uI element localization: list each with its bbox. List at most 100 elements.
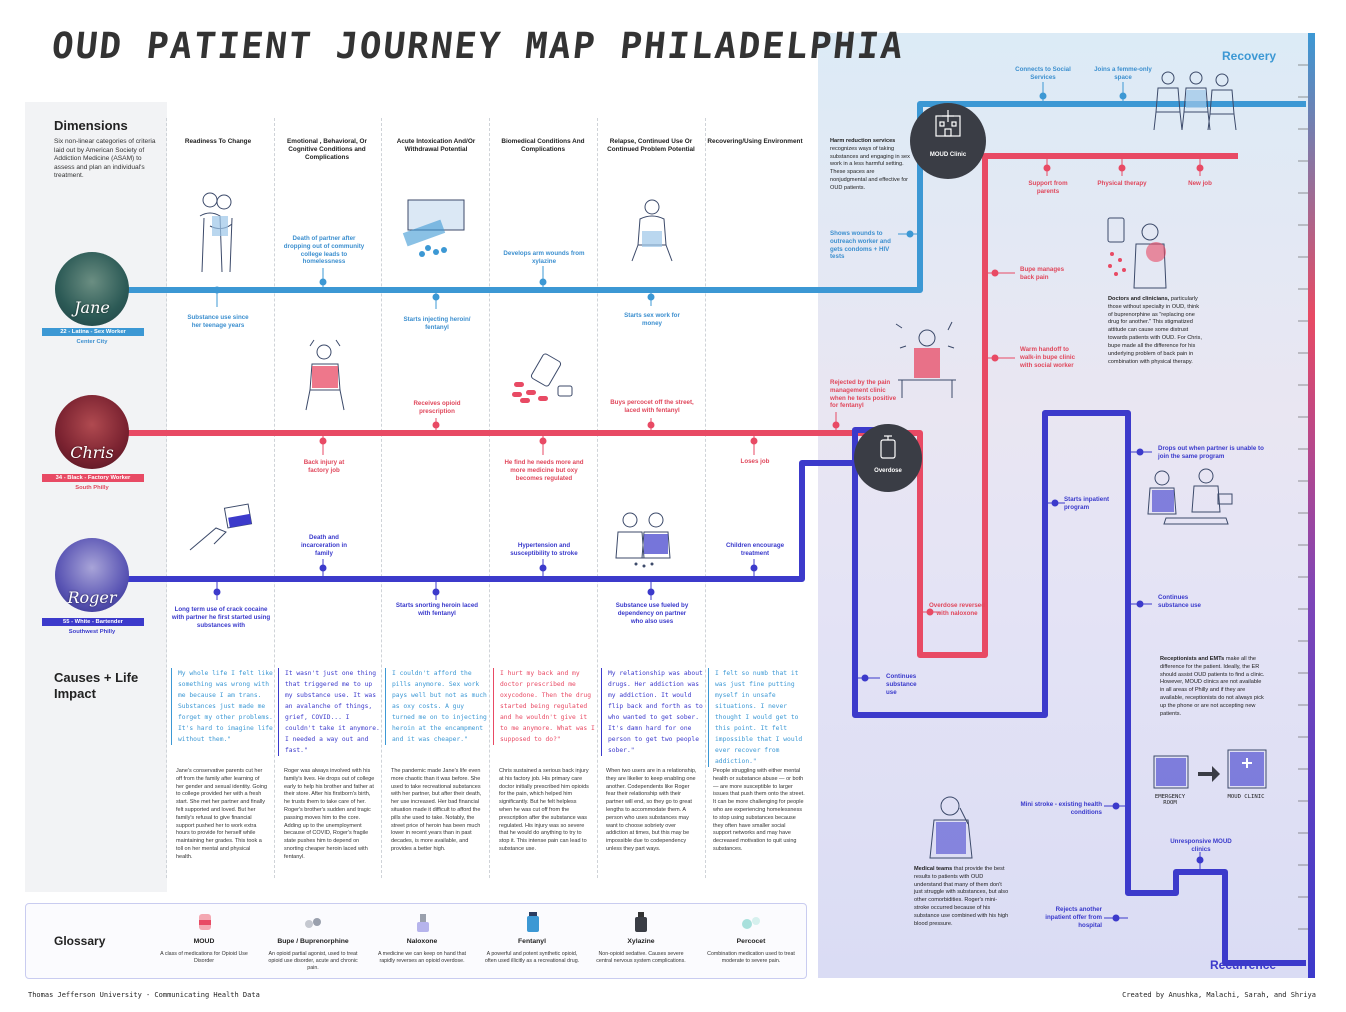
clinic-label: MOUD CLINIC xyxy=(1227,794,1265,800)
column-header-readiness: Readiness To Change xyxy=(184,138,252,145)
outcome-panel xyxy=(818,33,1314,978)
jane-name: Jane xyxy=(74,298,110,317)
glossary-xylazine-desc: Non-opioid sedative. Causes severe centr… xyxy=(596,951,686,964)
chris-event-1: Back injury at factory job xyxy=(303,459,345,474)
harm-reduction-note: Harm reduction services recognizes ways … xyxy=(830,138,910,193)
vial-icon xyxy=(880,435,896,459)
roger-event-dot xyxy=(432,588,440,596)
percocet-icon xyxy=(742,917,760,929)
roger-location: Southwest Philly xyxy=(68,629,116,635)
column-header-environment: Recovering/Using Environment xyxy=(707,138,803,145)
roger-event-dot xyxy=(750,564,758,572)
scale-ticks xyxy=(1298,64,1308,930)
chris-location: South Philly xyxy=(75,485,109,491)
roger-event-dot xyxy=(1196,856,1204,864)
roger-event-4: Hypertension and susceptibility to strok… xyxy=(510,542,578,557)
xylazine-icon xyxy=(635,912,647,932)
chris-name: Chris xyxy=(70,443,114,462)
chris-event-dot xyxy=(991,269,999,277)
quote-roger-1: It wasn't just one thing that triggered … xyxy=(278,668,381,757)
chris-event-3: He find he needs more and more medicine … xyxy=(504,459,584,482)
stroke-patient-illustration xyxy=(929,796,973,859)
dimensions-heading: Dimensions xyxy=(54,118,128,133)
roger-outcome-continues-2: Continues substance use xyxy=(886,673,917,696)
quote-jane-1: My whole life I felt like something was … xyxy=(171,668,274,746)
recovery-label: Recovery xyxy=(1222,49,1277,63)
column-header-acute: Acute Intoxication And/Or Withdrawal Pot… xyxy=(396,138,476,153)
jane-event-dot xyxy=(213,286,221,294)
fentanyl-icon xyxy=(527,912,539,932)
roger-event-dot xyxy=(1112,914,1120,922)
jane-location: Center City xyxy=(76,339,108,345)
jane-event-3: Starts injecting heroin/ fentanyl xyxy=(403,316,471,331)
hugging-couple-illustration xyxy=(199,192,233,273)
couple-using-illustration xyxy=(615,512,671,568)
clinic-icon xyxy=(935,110,961,137)
glossary-moud-desc: A class of medications for Opioid Use Di… xyxy=(160,951,248,964)
sitting-person-illustration xyxy=(631,199,673,262)
roger-event-3: Starts snorting heroin laced with fentan… xyxy=(395,602,479,617)
bupe-icon xyxy=(305,918,321,928)
glossary-xylazine-name: Xylazine xyxy=(627,938,655,945)
jane-event-dot xyxy=(906,230,914,238)
quote-jane-3: I felt so numb that it was just fine put… xyxy=(708,668,811,768)
chris-event-5: Loses job xyxy=(740,458,770,465)
roger-outcome-stroke: Mini stroke - existing health conditions xyxy=(1020,801,1102,816)
glossary-fentanyl-desc: A powerful and potent synthetic opioid, … xyxy=(484,951,580,964)
distressed-person-illustration xyxy=(305,339,345,411)
overdose-label: Overdose xyxy=(874,468,902,474)
spilled-pills-illustration xyxy=(512,353,573,403)
glossary-naloxone-name: Naloxone xyxy=(406,938,438,945)
jane-event-dot xyxy=(1039,92,1047,100)
roger-event-2: Death and incarceration in family xyxy=(300,534,348,557)
roger-name: Roger xyxy=(67,588,117,607)
column-divider xyxy=(274,118,275,878)
jane-journey-line xyxy=(92,101,1160,293)
harm-reduction-bold: Harm reduction services xyxy=(830,138,896,144)
chris-outcome-reversed: Overdose reversed with naloxone xyxy=(928,602,986,617)
glossary-naloxone-desc: A medicine we can keep on hand that rapi… xyxy=(377,951,467,964)
jane-event-dot xyxy=(539,278,547,286)
chris-outcome-parents: Support from parents xyxy=(1028,180,1068,195)
glossary-fentanyl-name: Fentanyl xyxy=(518,938,546,945)
column-divider xyxy=(489,118,490,878)
medical-text: that provide the best results to patient… xyxy=(914,866,1009,927)
jane-event-4: Develops arm wounds from xylazine xyxy=(503,250,585,265)
moud-clinic-label: MOUD Clinic xyxy=(929,152,967,158)
hand-baggie-illustration xyxy=(189,503,253,551)
receptionists-bold: Receptionists and EMTs xyxy=(1160,656,1225,662)
chris-event-dot xyxy=(750,437,758,445)
roger-avatar: Roger xyxy=(55,538,129,612)
impact-paragraph-4: Chris sustained a serious back injury at… xyxy=(499,768,589,852)
column-divider xyxy=(597,118,598,878)
chris-badge: 34 - Black - Factory Worker xyxy=(42,474,144,482)
roger-event-dot xyxy=(1112,802,1120,810)
footer-university: Thomas Jefferson University - Communicat… xyxy=(28,991,260,999)
medical-teams-note: Medical teams that provide the best resu… xyxy=(914,866,1010,929)
medical-bold: Medical teams xyxy=(914,866,953,872)
back-pain-illustration xyxy=(1107,217,1167,289)
doctors-text: particularly those without specialty in … xyxy=(1108,296,1202,365)
quote-chris-1: I hurt my back and my doctor prescribed … xyxy=(493,668,596,746)
receptionists-text: make all the difference for the patient.… xyxy=(1160,656,1265,717)
jane-outcome-social-services: Connects to Social Services xyxy=(1015,66,1071,81)
impact-paragraph-2: Roger was always involved with his famil… xyxy=(284,768,375,860)
chris-event-dot xyxy=(539,437,547,445)
chris-event-dot xyxy=(1196,164,1204,172)
clinic-visit-illustration xyxy=(1147,468,1233,525)
column-divider xyxy=(381,118,382,878)
glossary-bupe-name: Bupe / Buprenorphine xyxy=(277,938,349,945)
moud-icon xyxy=(199,914,211,930)
support-group-illustration xyxy=(1153,71,1237,131)
impact-paragraph-5: When two users are in a relationship, th… xyxy=(606,768,697,852)
impact-paragraph-6: People struggling with either mental hea… xyxy=(713,768,805,852)
jane-outcome-wounds: Shows wounds to outreach worker and gets… xyxy=(830,230,891,261)
glossary-panel xyxy=(25,903,807,979)
glossary-percocet-name: Percocet xyxy=(736,938,766,945)
column-header-relapse: Relapse, Continued Use Or Continued Prob… xyxy=(607,138,695,153)
roger-event-dot xyxy=(1136,448,1144,456)
roger-event-dot xyxy=(319,564,327,572)
roger-event-dot xyxy=(213,588,221,596)
overwhelmed-person-illustration xyxy=(895,321,956,398)
